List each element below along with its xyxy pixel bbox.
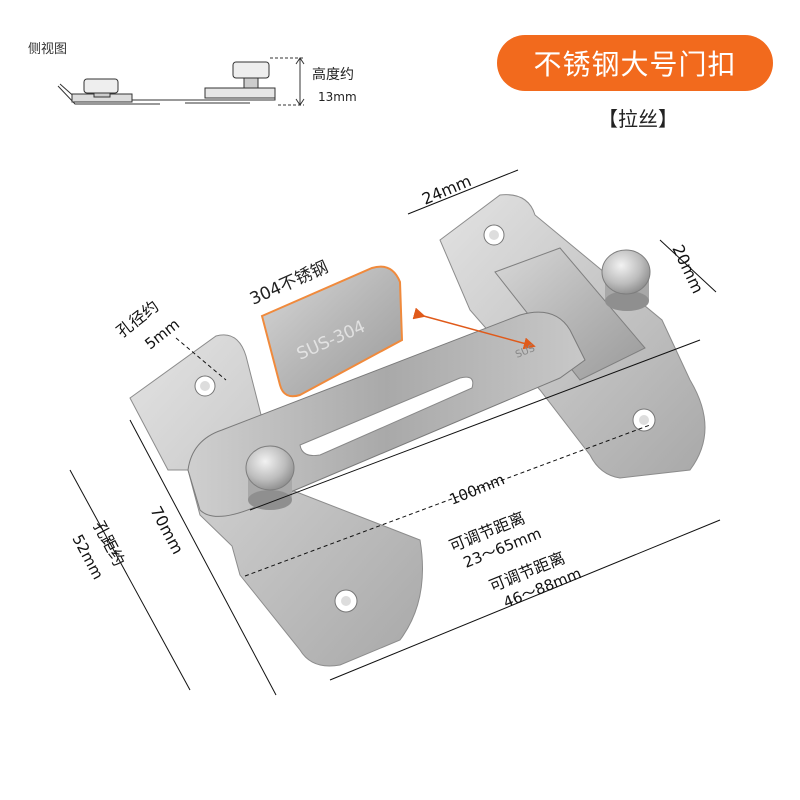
dim-length: 100mm (447, 470, 507, 508)
latch-slot (299, 376, 474, 456)
mounting-holes (194, 224, 656, 613)
dimension-lines (69, 169, 721, 696)
side-view-title: 侧视图 (28, 42, 68, 57)
finish-label: 【拉丝】 (598, 107, 678, 131)
dim-width-right: 20mm (668, 242, 707, 297)
product-title-badge: 不锈钢大号门扣 (497, 35, 773, 91)
height-value: 13mm (318, 90, 357, 104)
dim-plate-height: 70mm (146, 503, 187, 557)
height-label: 高度约 (312, 67, 354, 83)
dim-width-top: 24mm (419, 171, 474, 209)
knob-left (245, 445, 295, 510)
knob-right (601, 249, 651, 311)
side-view-sketch (57, 57, 305, 106)
